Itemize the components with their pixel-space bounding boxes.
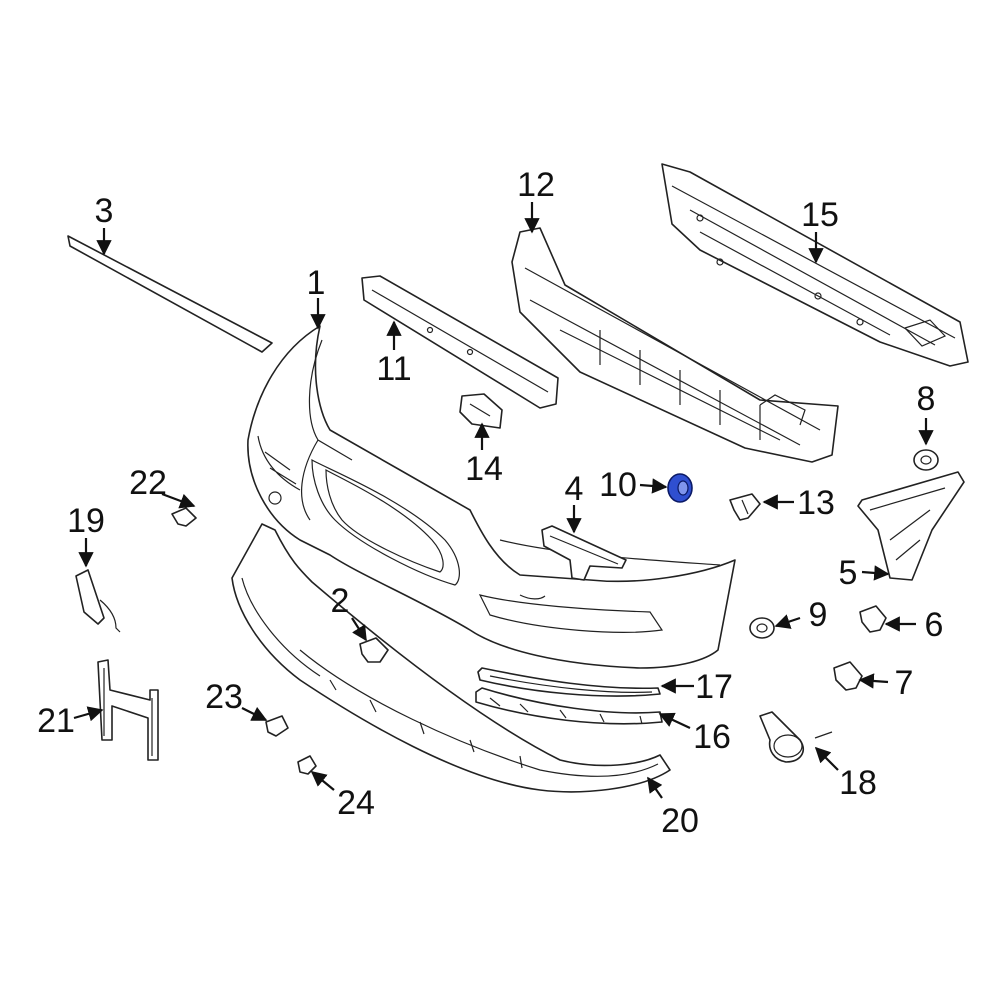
callout-labels: 1 2 3 4 5 6 7 8 9 10 11 12 13 14 15 16 1… — [37, 166, 943, 840]
part-21-license-bracket — [97, 659, 159, 761]
part-1-bumper-cover — [247, 325, 736, 669]
callout-4: 4 — [565, 470, 584, 508]
leader-10 — [639, 478, 668, 494]
callout-21: 21 — [37, 702, 75, 740]
leader-16 — [658, 712, 691, 729]
leader-21 — [73, 706, 104, 722]
callout-22: 22 — [129, 464, 167, 502]
callout-11: 11 — [376, 350, 411, 388]
callout-2: 2 — [331, 582, 350, 620]
part-11-absorber-strip — [361, 275, 559, 409]
part-12-energy-absorber — [511, 227, 839, 463]
leader-24 — [310, 771, 335, 791]
part-18-fog-lamp — [759, 711, 833, 763]
part-8-washer — [913, 449, 939, 471]
callout-13: 13 — [797, 484, 835, 522]
callout-5: 5 — [839, 554, 858, 592]
callout-18: 18 — [839, 764, 877, 802]
leader-5 — [861, 565, 890, 581]
part-6-bolt — [859, 605, 887, 633]
part-17-grille-strip — [477, 667, 661, 697]
callout-17: 17 — [695, 668, 733, 706]
callout-7: 7 — [895, 664, 914, 702]
part-20-lower-spoiler — [231, 523, 671, 793]
part-13-push-clip — [729, 493, 761, 521]
callout-15: 15 — [801, 196, 839, 234]
part-19-tow-hook-cover — [75, 569, 121, 633]
leader-lines — [73, 202, 934, 799]
callout-23: 23 — [205, 678, 243, 716]
part-4-reinforcement-bar — [541, 525, 627, 581]
callout-14: 14 — [465, 450, 503, 488]
callout-1: 1 — [307, 264, 326, 302]
callout-3: 3 — [95, 192, 114, 230]
part-5-side-bracket — [857, 471, 965, 581]
part-14-bracket — [459, 393, 503, 429]
callout-16: 16 — [693, 718, 731, 756]
leader-9 — [774, 614, 801, 629]
callout-10: 10 — [599, 466, 637, 504]
callout-19: 19 — [67, 502, 105, 540]
leader-20 — [647, 776, 663, 799]
leader-23 — [241, 706, 268, 721]
part-24-clip — [297, 755, 317, 775]
callout-6: 6 — [925, 606, 944, 644]
part-9-washer — [749, 617, 775, 639]
part-2-bolt — [359, 637, 389, 663]
callout-9: 9 — [809, 596, 828, 634]
leader-7 — [858, 673, 889, 689]
part-23-push-pin — [265, 715, 289, 737]
callout-24: 24 — [337, 784, 375, 822]
leader-18 — [814, 746, 839, 771]
callout-20: 20 — [661, 802, 699, 840]
callout-8: 8 — [917, 380, 936, 418]
leader-2 — [351, 617, 367, 642]
part-7-bolt — [833, 661, 863, 691]
part-10-clip-highlighted — [667, 473, 693, 503]
part-3-trim-strip — [67, 235, 273, 353]
leader-22 — [161, 492, 196, 509]
callout-12: 12 — [517, 166, 555, 204]
part-15-reinforcement-beam — [661, 163, 969, 367]
part-22-push-pin — [171, 507, 197, 527]
